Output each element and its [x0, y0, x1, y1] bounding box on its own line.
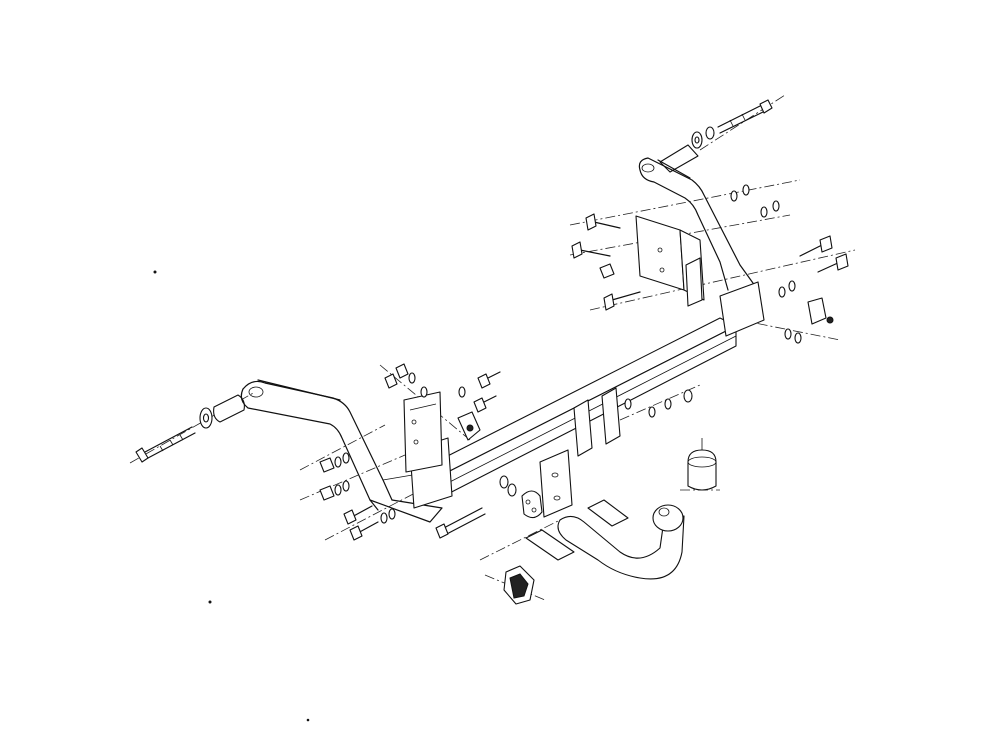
main-cross-beam	[409, 281, 765, 518]
long-bolt-right	[691, 99, 773, 149]
left-side-arm	[240, 379, 443, 523]
right-mounting-bracket	[635, 215, 834, 325]
right-side-arm	[638, 144, 759, 291]
center-lines	[129, 94, 856, 601]
bolts-right-group	[571, 184, 849, 418]
specks	[153, 270, 310, 722]
ball-cover	[687, 438, 717, 491]
socket-plate	[521, 490, 543, 519]
electrical-socket	[503, 565, 535, 605]
tow-ball-neck	[525, 499, 685, 580]
bolts-left-group	[319, 363, 517, 541]
left-mounting-bracket	[403, 391, 481, 473]
long-bolt-left	[135, 394, 245, 463]
